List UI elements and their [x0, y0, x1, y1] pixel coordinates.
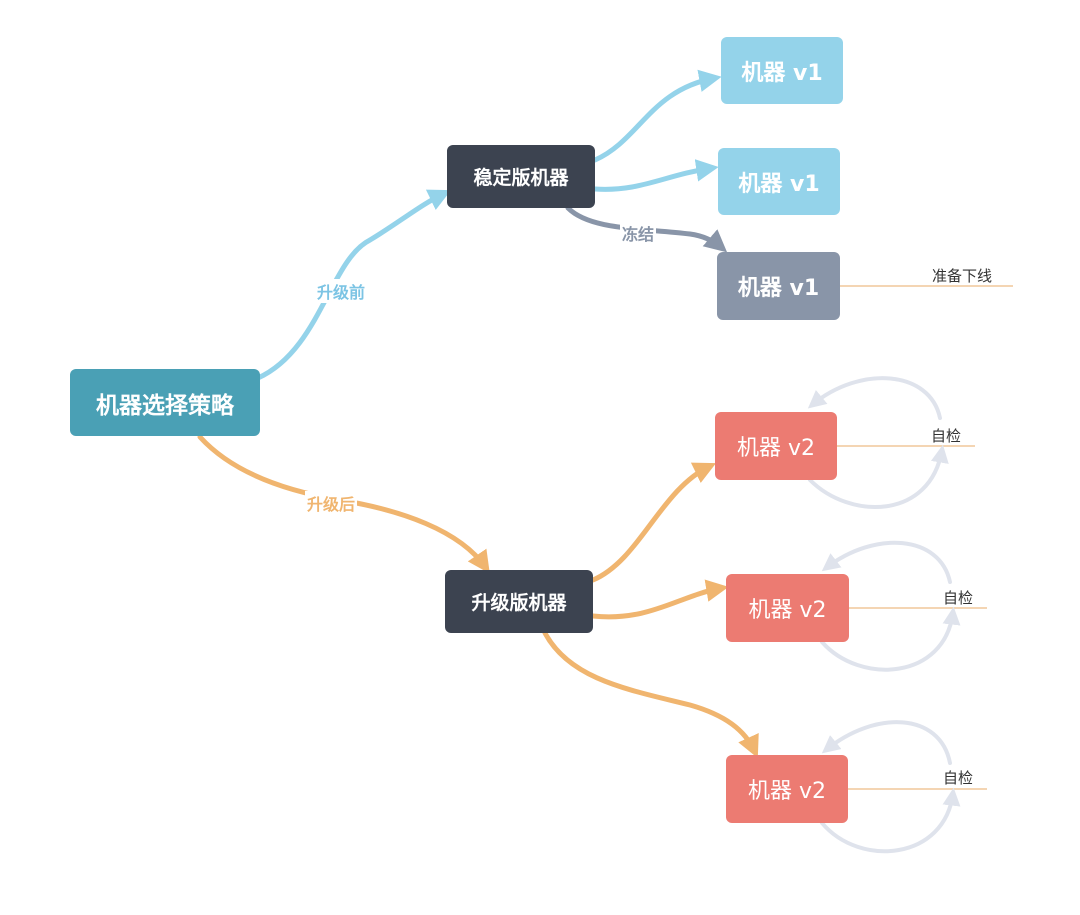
edge-label-after: 升级后 [305, 491, 358, 515]
root-node[interactable]: 机器选择策略 [70, 369, 260, 436]
machine-v2-node[interactable]: 机器 v2 [726, 755, 848, 823]
loop-v2-c-top [821, 720, 952, 765]
note-self-check: 自检 [931, 427, 962, 445]
note-self-check: 自检 [943, 589, 974, 607]
edge-before [255, 189, 452, 381]
note-self-check: 自检 [943, 769, 974, 787]
loop-v2-a-top [807, 376, 942, 420]
machine-v1-node[interactable]: 机器 v1 [718, 148, 840, 215]
loop-v2-b-bottom [820, 606, 961, 672]
edge-stable-v1-b [592, 159, 719, 192]
edge-stable-v1-frozen [565, 205, 728, 253]
stable-machine-node[interactable]: 稳定版机器 [447, 145, 595, 208]
edge-stable-v1-a [592, 69, 722, 163]
edge-upgrade-v2-c [542, 630, 759, 759]
edge-label-before: 升级前 [315, 279, 368, 303]
machine-v1-node[interactable]: 机器 v1 [721, 37, 843, 104]
loop-v2-b-top [821, 540, 952, 584]
edge-upgrade-v2-b [590, 579, 729, 620]
edge-label-frozen: 冻结 [620, 221, 657, 245]
note-retire: 准备下线 [932, 267, 993, 285]
loop-v2-a-bottom [808, 444, 949, 509]
machine-v2-node[interactable]: 机器 v2 [726, 574, 849, 642]
edge-upgrade-v2-a [590, 462, 717, 583]
machine-v2-node[interactable]: 机器 v2 [715, 412, 837, 480]
machine-v1-frozen-node[interactable]: 机器 v1 [717, 252, 840, 320]
upgrade-machine-node[interactable]: 升级版机器 [445, 570, 593, 633]
loop-v2-c-bottom [820, 787, 961, 854]
